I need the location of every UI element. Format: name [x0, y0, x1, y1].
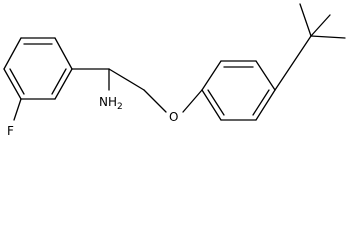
bond: [54, 68, 73, 100]
double-bond-inner: [51, 68, 67, 95]
double-bond-inner: [9, 68, 25, 95]
bond: [274, 35, 312, 91]
atom-amine-main: NH: [99, 95, 117, 109]
tert-butylphenyl-ring: [201, 60, 276, 121]
bond-o-c: [182, 89, 203, 113]
bond: [201, 89, 222, 121]
atom-amine: NH2: [99, 95, 123, 112]
bond-c-o: [143, 89, 167, 113]
double-bond-inner: [207, 89, 225, 116]
molecule-diagram: F NH2 O: [3, 3, 346, 138]
bond: [201, 60, 222, 91]
bond: [108, 68, 145, 91]
bond-c-f: [13, 98, 22, 121]
bond: [3, 68, 22, 100]
bond-methyl: [299, 3, 312, 37]
bond-methyl: [310, 14, 331, 37]
fluorophenyl-ring: [3, 37, 73, 100]
atom-oxygen: O: [169, 110, 178, 124]
bond: [54, 37, 73, 70]
bond: [3, 37, 22, 70]
double-bond-inner: [252, 89, 270, 116]
atom-fluorine: F: [7, 124, 14, 138]
structure-svg: F NH2 O: [3, 3, 346, 138]
atom-amine-subscript: 2: [117, 102, 123, 112]
bond: [255, 60, 276, 91]
bond-methyl: [310, 35, 346, 39]
bond: [255, 89, 276, 121]
